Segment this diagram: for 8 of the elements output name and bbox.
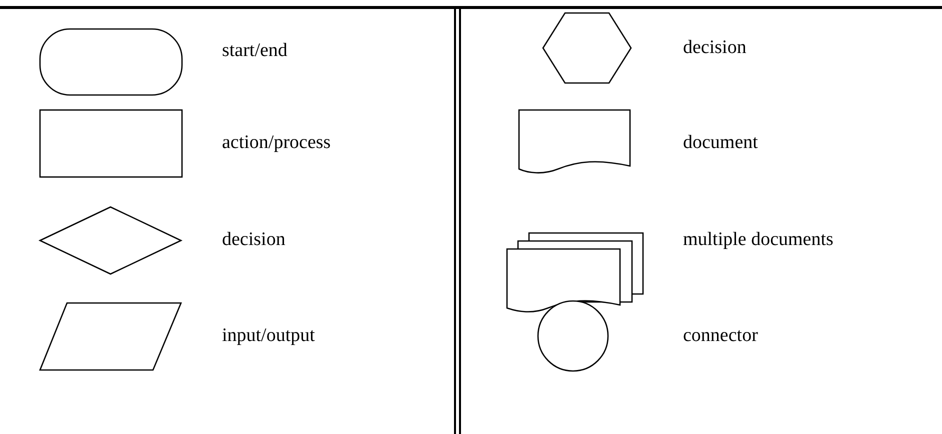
legend-label: input/output — [222, 325, 315, 347]
legend-label: multiple documents — [683, 229, 834, 251]
legend-label: action/process — [222, 132, 331, 154]
legend-label: connector — [683, 325, 758, 347]
legend-label: decision — [222, 229, 286, 251]
legend-label: start/end — [222, 40, 288, 62]
legend-label: decision — [683, 37, 746, 59]
legend-label: document — [683, 132, 758, 154]
